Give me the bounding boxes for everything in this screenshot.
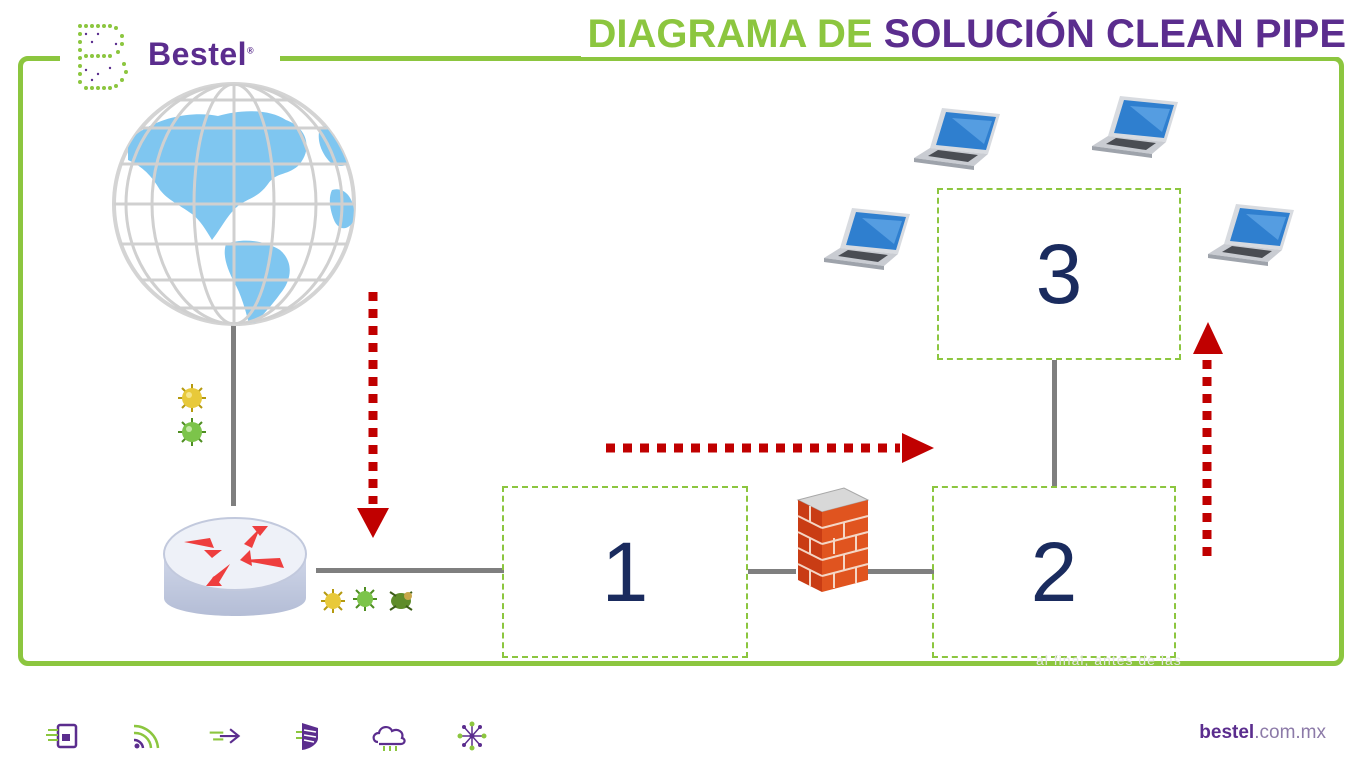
data-flow-icon bbox=[209, 728, 241, 744]
laptop-icon bbox=[1208, 204, 1294, 266]
title-part2: SOLUCIÓN CLEAN PIPE bbox=[883, 12, 1346, 56]
virus-icon bbox=[389, 591, 413, 611]
firewall-icon bbox=[796, 487, 870, 592]
flow-arrow-up bbox=[1193, 322, 1223, 560]
firewall-box2-link bbox=[868, 569, 934, 574]
flow-arrow-down bbox=[357, 292, 389, 538]
virus-icon bbox=[321, 589, 345, 613]
virus-icon bbox=[178, 418, 206, 446]
laptop-icon bbox=[914, 108, 1000, 170]
router-icon bbox=[163, 517, 307, 616]
network-icon bbox=[457, 721, 487, 751]
globe-icon bbox=[112, 82, 356, 326]
bestel-logo-icon bbox=[78, 24, 128, 90]
globe-router-link bbox=[231, 320, 236, 506]
box1-firewall-link bbox=[748, 569, 796, 574]
virus-icon bbox=[178, 384, 206, 412]
server-icon bbox=[46, 723, 78, 749]
node-box-3: 3 bbox=[937, 188, 1181, 360]
cloud-icon bbox=[372, 726, 406, 751]
faint-caption: al final, antes de las bbox=[1036, 652, 1182, 668]
laptop-icon bbox=[824, 208, 910, 270]
node-label-3: 3 bbox=[1035, 226, 1083, 321]
node-label-2: 2 bbox=[1030, 524, 1078, 619]
brand-name: Bestel® bbox=[148, 36, 255, 72]
node-box-1: 1 bbox=[502, 486, 748, 658]
title-part1: DIAGRAMA DE bbox=[587, 12, 884, 56]
footer-url[interactable]: bestel.com.mx bbox=[1199, 722, 1326, 743]
wireless-icon bbox=[133, 724, 160, 749]
box2-box3-link bbox=[1052, 360, 1057, 486]
diagram-frame bbox=[18, 56, 1344, 666]
virus-icon bbox=[353, 587, 377, 611]
shield-icon bbox=[296, 723, 318, 750]
page-title: DIAGRAMA DE SOLUCIÓN CLEAN PIPE bbox=[581, 12, 1346, 57]
node-box-2: 2 bbox=[932, 486, 1176, 658]
flow-arrow-right bbox=[606, 433, 934, 463]
laptop-icon bbox=[1092, 96, 1178, 158]
router-box1-link bbox=[316, 568, 504, 573]
node-label-1: 1 bbox=[601, 524, 649, 619]
